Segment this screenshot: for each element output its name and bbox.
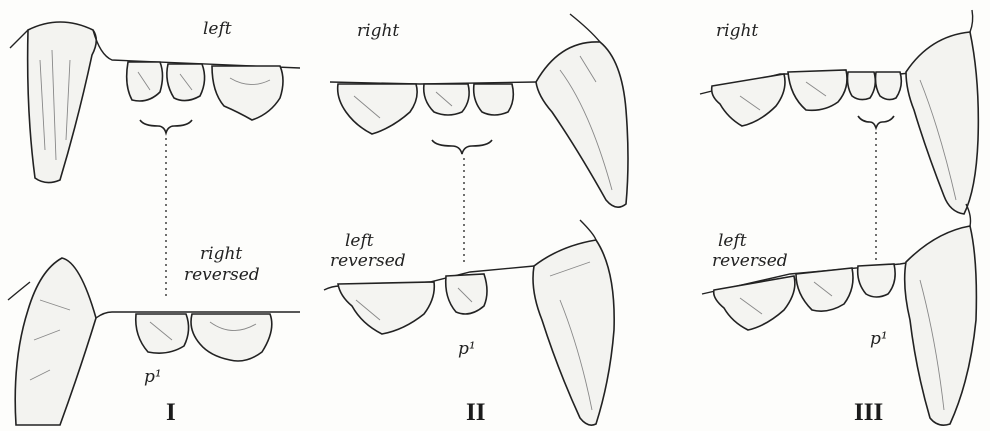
panel-3 — [700, 10, 978, 425]
panel-2-lower-label-line1: left — [345, 232, 374, 250]
canine-tooth — [905, 226, 977, 425]
premolar-tooth — [876, 72, 902, 100]
panel-2-upper-jaw — [330, 14, 628, 207]
canine-tooth — [28, 22, 97, 183]
panel-1-tooth-label: p¹ — [144, 368, 162, 386]
molar-tooth — [338, 282, 434, 334]
panel-3-lower-label-line1: left — [718, 232, 747, 250]
molar-tooth — [191, 314, 272, 361]
premolar-tooth — [858, 264, 895, 297]
premolar-tooth — [474, 84, 514, 115]
panel-2-numeral: II — [466, 400, 485, 426]
panel-3-tooth-label: p¹ — [870, 330, 888, 348]
panel-2-upper-label: right — [357, 22, 399, 40]
panel-1-lower-label-line2: reversed — [184, 266, 260, 284]
panel-3-lower-label-line2: reversed — [712, 252, 788, 270]
premolar-tooth — [446, 274, 487, 314]
molar-tooth — [712, 74, 785, 126]
panel-1-upper-label: left — [203, 20, 232, 38]
molar-tooth — [212, 66, 283, 120]
molar-tooth — [338, 84, 417, 134]
panel-2-lower-label-line2: reversed — [330, 252, 406, 270]
panel-1 — [8, 22, 300, 425]
panel-1-lower-label-line1: right — [200, 245, 242, 263]
panel-3-upper-label: right — [716, 22, 758, 40]
panel-3-numeral: III — [854, 400, 883, 426]
premolar-tooth — [136, 314, 189, 353]
bracket-upper — [140, 120, 192, 133]
canine-tooth — [906, 32, 978, 214]
molar-tooth — [714, 276, 795, 330]
bracket-upper — [858, 116, 894, 128]
panel-2-tooth-label: p¹ — [458, 340, 476, 358]
panel-2 — [324, 14, 628, 425]
panel-1-upper-jaw — [10, 22, 300, 183]
canine-tooth — [15, 258, 96, 425]
premolar-tooth — [848, 72, 876, 100]
premolar-tooth — [424, 84, 469, 115]
bracket-upper — [432, 140, 492, 154]
canine-tooth — [536, 42, 628, 207]
panel-1-numeral: I — [166, 400, 176, 426]
molar-tooth — [796, 268, 853, 311]
